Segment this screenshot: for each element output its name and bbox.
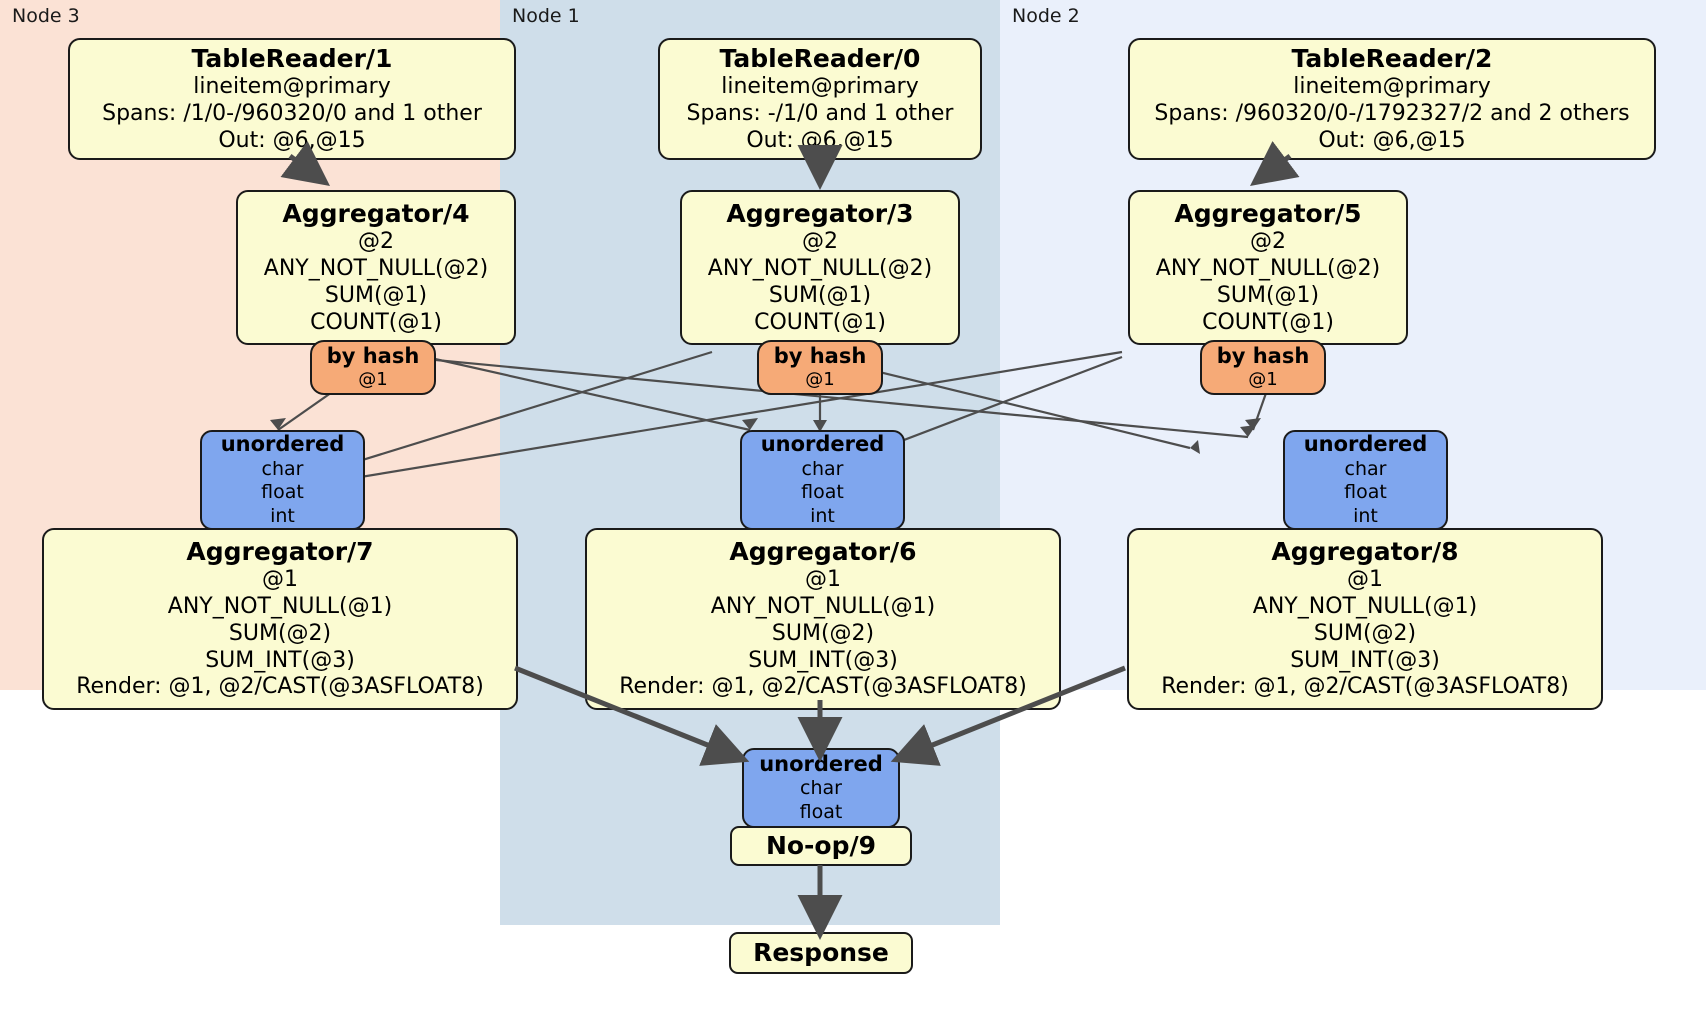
receiver-line: char	[800, 777, 842, 800]
processor-line: Out: @6,@15	[1318, 127, 1466, 153]
processor-line: lineitem@primary	[721, 74, 919, 100]
processor-title: TableReader/0	[719, 43, 921, 73]
receiver-title: unordered	[220, 432, 345, 457]
router-title: by hash	[773, 344, 867, 369]
processor-aggregator-6[interactable]: Aggregator/6 @1 ANY_NOT_NULL(@1) SUM(@2)…	[585, 528, 1061, 710]
receiver-line: int	[810, 505, 835, 527]
processor-line: Spans: /960320/0-/1792327/2 and 2 others	[1154, 100, 1630, 126]
receiver-line: char	[261, 457, 304, 480]
processor-title: TableReader/2	[1291, 43, 1493, 73]
processor-line: @2	[1250, 229, 1286, 255]
router-by-hash-left[interactable]: by hash @1	[310, 340, 436, 395]
processor-line: COUNT(@1)	[1202, 309, 1334, 335]
processor-title: Aggregator/7	[186, 536, 374, 566]
processor-title: Aggregator/3	[726, 198, 914, 228]
processor-line: @1	[262, 567, 298, 593]
processor-line: lineitem@primary	[193, 74, 391, 100]
receiver-line: float	[261, 481, 304, 504]
processor-line: Spans: -/1/0 and 1 other	[686, 100, 954, 126]
receiver-line: float	[1344, 481, 1387, 504]
processor-title: No-op/9	[765, 830, 877, 860]
processor-line: @1	[1347, 567, 1383, 593]
processor-title: Response	[753, 937, 889, 967]
processor-line: @2	[358, 229, 394, 255]
processor-line: SUM(@1)	[1216, 282, 1320, 308]
receiver-unordered-final[interactable]: unordered char float	[742, 748, 900, 828]
processor-title: Aggregator/6	[729, 536, 917, 566]
router-by-hash-right[interactable]: by hash @1	[1200, 340, 1326, 395]
receiver-title: unordered	[760, 432, 885, 457]
processor-line: Render: @1, @2/CAST(@3ASFLOAT8)	[1161, 674, 1569, 700]
processor-aggregator-3[interactable]: Aggregator/3 @2 ANY_NOT_NULL(@2) SUM(@1)…	[680, 190, 960, 345]
processor-response[interactable]: Response	[729, 932, 913, 974]
processor-line: @2	[802, 229, 838, 255]
processor-line: SUM(@2)	[1313, 620, 1417, 646]
processor-line: SUM(@1)	[768, 282, 872, 308]
router-title: by hash	[326, 344, 420, 369]
receiver-line: char	[1344, 457, 1387, 480]
router-by-hash-center[interactable]: by hash @1	[757, 340, 883, 395]
receiver-title: unordered	[759, 752, 883, 777]
node-label-node3: Node 3	[12, 5, 80, 27]
router-title: by hash	[1216, 344, 1310, 369]
processor-line: SUM_INT(@3)	[205, 647, 355, 673]
processor-line: ANY_NOT_NULL(@1)	[167, 594, 393, 619]
processor-line: ANY_NOT_NULL(@1)	[710, 594, 936, 619]
processor-line: Render: @1, @2/CAST(@3ASFLOAT8)	[619, 674, 1027, 700]
processor-aggregator-7[interactable]: Aggregator/7 @1 ANY_NOT_NULL(@1) SUM(@2)…	[42, 528, 518, 710]
receiver-line: char	[801, 457, 844, 480]
processor-table-reader-1[interactable]: TableReader/1 lineitem@primary Spans: /1…	[68, 38, 516, 160]
receiver-unordered-center[interactable]: unordered char float int	[740, 430, 905, 530]
processor-aggregator-4[interactable]: Aggregator/4 @2 ANY_NOT_NULL(@2) SUM(@1)…	[236, 190, 516, 345]
processor-line: SUM(@1)	[324, 282, 428, 308]
processor-line: ANY_NOT_NULL(@2)	[1155, 255, 1381, 281]
processor-title: Aggregator/4	[282, 198, 470, 228]
router-line: @1	[358, 369, 388, 391]
processor-line: lineitem@primary	[1293, 74, 1491, 100]
processor-line: SUM(@2)	[771, 620, 875, 646]
receiver-title: unordered	[1303, 432, 1428, 457]
processor-aggregator-8[interactable]: Aggregator/8 @1 ANY_NOT_NULL(@1) SUM(@2)…	[1127, 528, 1603, 710]
processor-title: TableReader/1	[191, 43, 393, 73]
node-label-node2: Node 2	[1012, 5, 1080, 27]
processor-line: ANY_NOT_NULL(@2)	[707, 255, 933, 281]
node-label-node1: Node 1	[512, 5, 580, 27]
processor-line: Out: @6,@15	[218, 127, 366, 153]
processor-title: Aggregator/8	[1271, 536, 1459, 566]
receiver-line: float	[801, 481, 844, 504]
processor-line: @1	[805, 567, 841, 593]
processor-line: ANY_NOT_NULL(@2)	[263, 255, 489, 281]
receiver-line: int	[1353, 505, 1378, 527]
processor-line: SUM_INT(@3)	[748, 647, 898, 673]
processor-line: COUNT(@1)	[754, 309, 886, 335]
processor-title: Aggregator/5	[1174, 198, 1362, 228]
processor-noop-9[interactable]: No-op/9	[730, 826, 912, 866]
receiver-line: int	[270, 505, 295, 527]
receiver-unordered-left[interactable]: unordered char float int	[200, 430, 365, 530]
router-line: @1	[805, 369, 835, 391]
processor-table-reader-2[interactable]: TableReader/2 lineitem@primary Spans: /9…	[1128, 38, 1656, 160]
processor-line: SUM_INT(@3)	[1290, 647, 1440, 673]
processor-line: COUNT(@1)	[310, 309, 442, 335]
router-line: @1	[1248, 369, 1278, 391]
processor-table-reader-0[interactable]: TableReader/0 lineitem@primary Spans: -/…	[658, 38, 982, 160]
processor-line: ANY_NOT_NULL(@1)	[1252, 594, 1478, 619]
receiver-line: float	[799, 801, 843, 824]
receiver-unordered-right[interactable]: unordered char float int	[1283, 430, 1448, 530]
processor-aggregator-5[interactable]: Aggregator/5 @2 ANY_NOT_NULL(@2) SUM(@1)…	[1128, 190, 1408, 345]
processor-line: SUM(@2)	[228, 620, 332, 646]
processor-line: Out: @6,@15	[746, 127, 894, 153]
processor-line: Render: @1, @2/CAST(@3ASFLOAT8)	[76, 674, 484, 700]
processor-line: Spans: /1/0-/960320/0 and 1 other	[102, 100, 482, 126]
